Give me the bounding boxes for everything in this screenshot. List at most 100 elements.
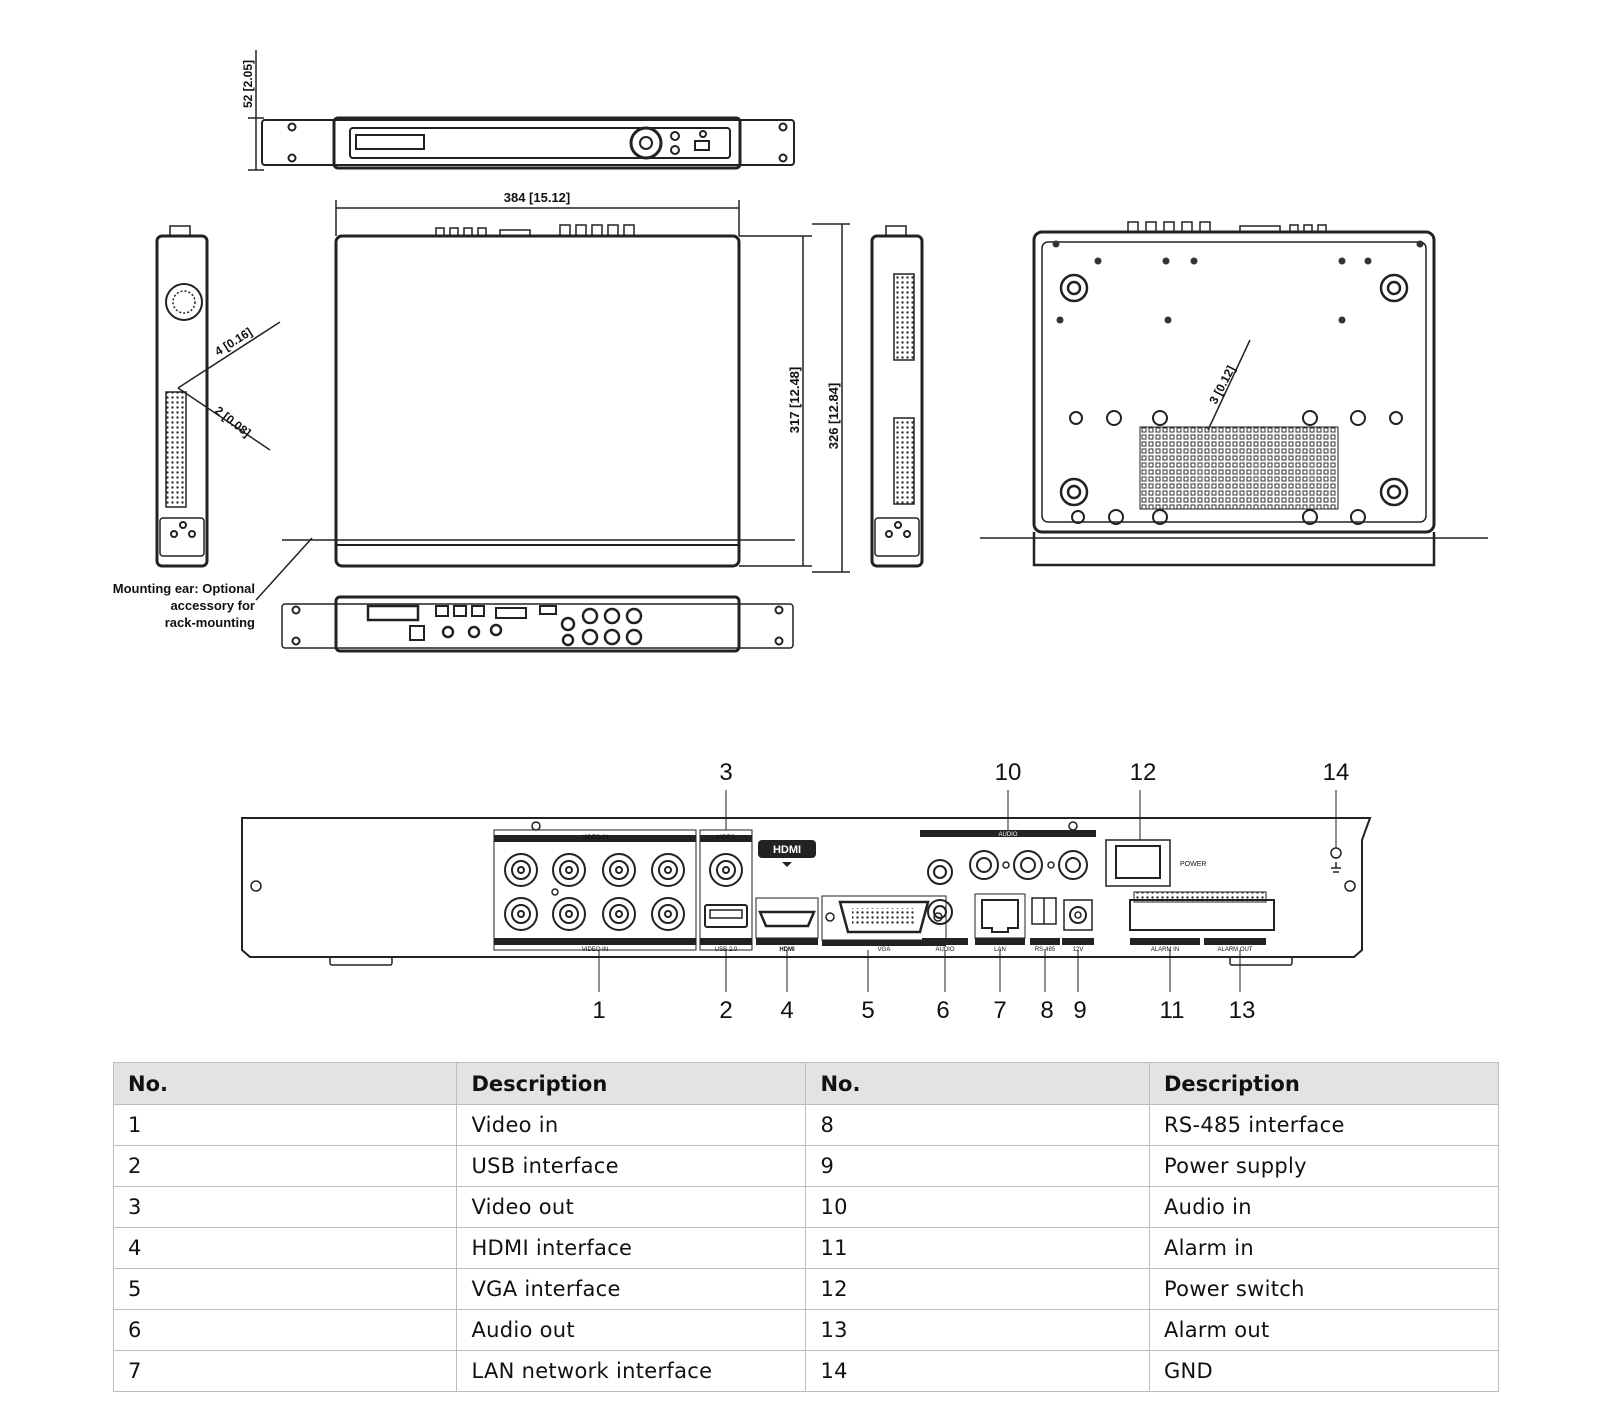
- header-no-right: No.: [805, 1062, 1150, 1105]
- front-usb-icon: [694, 140, 710, 151]
- power-jack-icon: [1069, 906, 1087, 924]
- ground-symbol-icon: [1331, 862, 1341, 873]
- side-hole-b-label: 2 [0.08]: [212, 403, 253, 439]
- header-description-left: Description: [456, 1062, 807, 1105]
- top-cover: [334, 234, 741, 568]
- video-in-top-label: VIDEO IN: [582, 835, 608, 841]
- bottom-vent-mesh: [1139, 426, 1339, 510]
- callout-11: 11: [1160, 997, 1185, 1024]
- cell: 7: [112, 1350, 458, 1392]
- rca-audio-icon: [927, 850, 1088, 885]
- front-led-icon: [699, 130, 707, 138]
- width-label: 384 [15.12]: [504, 190, 571, 205]
- callout-5: 5: [861, 997, 874, 1024]
- cell: USB interface: [456, 1145, 807, 1187]
- cell: 10: [805, 1186, 1150, 1228]
- cell: 9: [805, 1145, 1150, 1187]
- right-side-view: [870, 225, 924, 568]
- cell: VGA interface: [456, 1268, 807, 1310]
- power-switch-icon: [1115, 845, 1161, 879]
- callout-6: 6: [936, 997, 949, 1024]
- jog-dial-center-icon: [639, 136, 653, 150]
- chassis-screw-icon: [250, 880, 262, 892]
- cell: 11: [805, 1227, 1150, 1269]
- cell: 4: [112, 1227, 458, 1269]
- front-mounting-plate: [261, 119, 795, 166]
- hdmi-logo-text: HDMI: [773, 844, 801, 856]
- rubber-foot-icon: [1059, 273, 1409, 507]
- front-height-label: 52 [2.05]: [241, 60, 255, 108]
- audio-top-label: AUDIO: [998, 832, 1017, 838]
- front-button-icon: [670, 131, 680, 141]
- video-out-bnc-icon: [709, 853, 743, 887]
- cell: Audio out: [456, 1309, 807, 1351]
- cell: 6: [112, 1309, 458, 1351]
- callout-9: 9: [1073, 997, 1086, 1024]
- callout-leaders: [598, 790, 1337, 992]
- front-panel: [332, 116, 742, 170]
- hole-leader-line: [177, 387, 271, 451]
- video-out-label: VIDEO: [717, 835, 736, 841]
- callout-1: 1: [592, 997, 605, 1024]
- bottom-panel: [1032, 230, 1436, 534]
- top-view: 384 [15.12] 317 [12.48] 326 [12.84]: [282, 190, 850, 573]
- ear-hole-icon: [778, 153, 788, 163]
- callout-3: 3: [719, 759, 732, 786]
- vga-label: VGA: [878, 947, 891, 953]
- mount-boss-icon: [1069, 410, 1403, 525]
- bottom-rear-connectors: [1127, 221, 1327, 233]
- cell: 12: [805, 1268, 1150, 1310]
- front-display-window: [355, 134, 425, 150]
- hdmi-port-icon: [758, 910, 816, 928]
- alarm-in-label: ALARM IN: [1151, 947, 1179, 953]
- bnc-connector-icon: [504, 853, 685, 931]
- front-button-icon: [670, 145, 680, 155]
- cell: GND: [1148, 1350, 1500, 1392]
- jog-dial-icon: [629, 126, 663, 160]
- cell: 1: [112, 1104, 458, 1146]
- hole-leader-line: [177, 321, 281, 389]
- right-vent-grille-upper: [893, 273, 915, 361]
- callout-4: 4: [780, 997, 793, 1024]
- cell: Power switch: [1148, 1268, 1500, 1310]
- bottom-hole-leader: [1207, 339, 1251, 431]
- cell: 3: [112, 1186, 458, 1228]
- callout-14: 14: [1323, 759, 1350, 786]
- right-vent-grille-lower: [893, 417, 915, 505]
- mounting-note-line3: rack-mounting: [165, 615, 255, 630]
- header-no-left: No.: [112, 1062, 458, 1105]
- ear-hole-icon: [778, 122, 788, 132]
- cell: 2: [112, 1145, 458, 1187]
- rear-panel-small: [334, 595, 741, 653]
- header-description-right: Description: [1148, 1062, 1500, 1105]
- cell: HDMI interface: [456, 1227, 807, 1269]
- cell: 13: [805, 1309, 1150, 1351]
- cell: Alarm out: [1148, 1309, 1500, 1351]
- lan-port-icon: [981, 899, 1019, 933]
- technical-drawings: 52 [2.05] 384 [15.12] 317 [12.48] 326 [1…: [113, 50, 1488, 1024]
- rear-panel-detail: VIDEO IN VIDEO IN VIDEO USB 2.0 HDMI HDM…: [241, 759, 1372, 1024]
- table-header-row: No. Description No. Description: [112, 1062, 1500, 1105]
- cell: 8: [805, 1104, 1150, 1146]
- rear-ear-plate: [281, 603, 794, 649]
- usb-port-icon: [704, 904, 748, 928]
- bottom-view: 3 [0.12]: [980, 221, 1488, 567]
- callout-2: 2: [719, 997, 732, 1024]
- video-in-bottom-label: VIDEO IN: [582, 947, 608, 953]
- depth-outer-label: 326 [12.84]: [826, 383, 841, 450]
- audio-out-icon: [927, 899, 953, 925]
- rear-view-small: Mounting ear: Optional accessory for rac…: [113, 537, 794, 653]
- cell: RS-485 interface: [1148, 1104, 1500, 1146]
- screw-hole-icon: [1052, 240, 1424, 324]
- cell: Power supply: [1148, 1145, 1500, 1187]
- cell: LAN network interface: [456, 1350, 807, 1392]
- alarm-out-label: ALARM OUT: [1217, 947, 1252, 953]
- left-vent-grille: [165, 391, 187, 508]
